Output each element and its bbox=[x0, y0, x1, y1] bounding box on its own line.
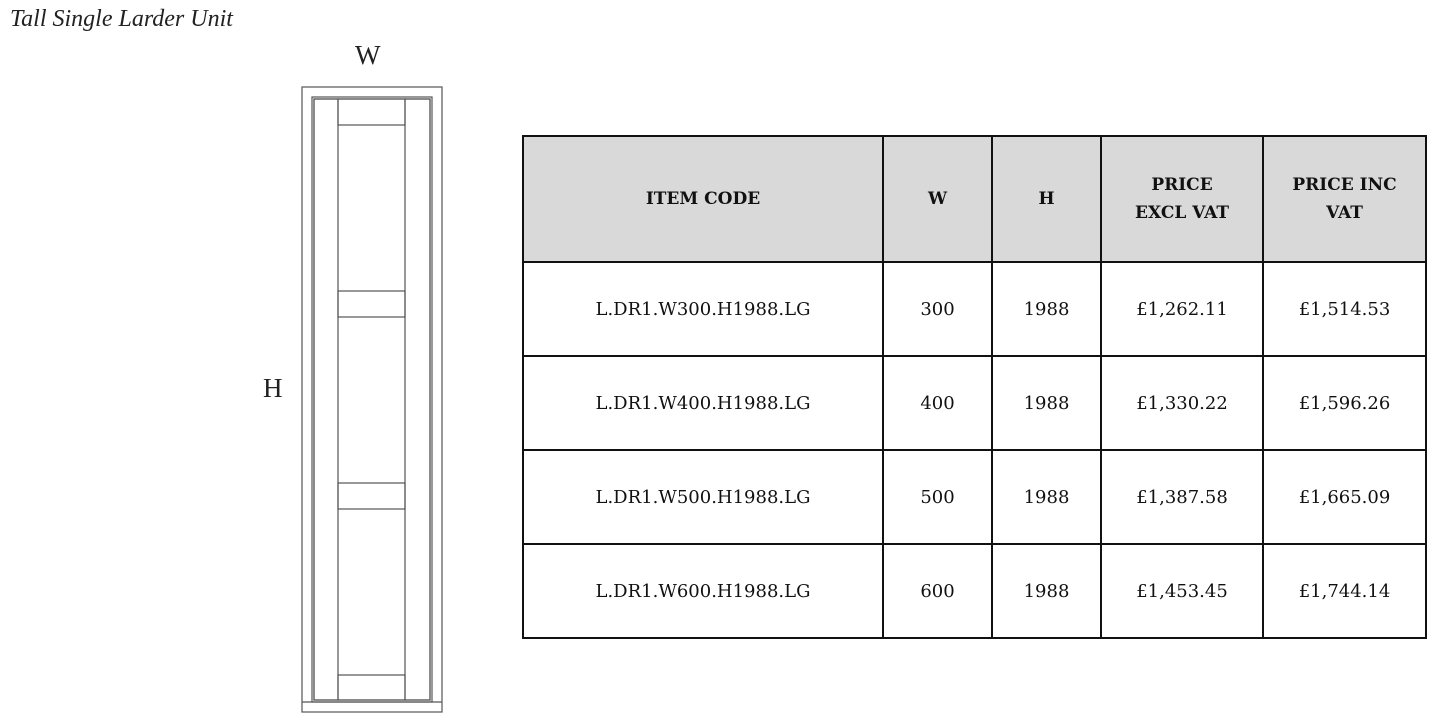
table-header-row: ITEM CODE W H PRICE EXCL VAT PRICE INC V… bbox=[522, 135, 1427, 263]
door-right-stile bbox=[404, 98, 431, 701]
cell-price-excl-vat: £1,453.45 bbox=[1100, 543, 1264, 639]
cell-height: 1988 bbox=[991, 543, 1102, 639]
header-width: W bbox=[882, 135, 993, 263]
cell-width: 300 bbox=[882, 261, 993, 357]
header-price-inc-line1: PRICE INC bbox=[1292, 175, 1397, 195]
larder-unit-drawing bbox=[301, 86, 443, 713]
header-price-excl-vat: PRICE EXCL VAT bbox=[1100, 135, 1264, 263]
cell-width: 400 bbox=[882, 355, 993, 451]
height-dimension-label: H bbox=[263, 373, 283, 403]
header-price-inc-vat: PRICE INC VAT bbox=[1262, 135, 1427, 263]
door-mid-rail-upper bbox=[337, 290, 406, 318]
cell-price-excl-vat: £1,387.58 bbox=[1100, 449, 1264, 545]
cell-height: 1988 bbox=[991, 355, 1102, 451]
cell-price-excl-vat: £1,330.22 bbox=[1100, 355, 1264, 451]
table-row: L.DR1.W300.H1988.LG 300 1988 £1,262.11 £… bbox=[522, 261, 1427, 357]
cell-width: 500 bbox=[882, 449, 993, 545]
header-price-excl-line1: PRICE bbox=[1151, 175, 1213, 195]
door-frame bbox=[313, 98, 431, 701]
header-price-inc-line2: VAT bbox=[1326, 203, 1363, 223]
header-item-code: ITEM CODE bbox=[522, 135, 884, 263]
door-top-rail bbox=[337, 98, 406, 126]
table-row: L.DR1.W400.H1988.LG 400 1988 £1,330.22 £… bbox=[522, 355, 1427, 451]
cell-price-inc-vat: £1,514.53 bbox=[1262, 261, 1427, 357]
cell-item-code: L.DR1.W600.H1988.LG bbox=[522, 543, 884, 639]
cell-height: 1988 bbox=[991, 261, 1102, 357]
cell-price-inc-vat: £1,596.26 bbox=[1262, 355, 1427, 451]
page-title: Tall Single Larder Unit bbox=[10, 6, 233, 32]
header-height: H bbox=[991, 135, 1102, 263]
door-mid-rail-lower bbox=[337, 482, 406, 510]
cell-price-excl-vat: £1,262.11 bbox=[1100, 261, 1264, 357]
width-dimension-label: W bbox=[355, 40, 381, 70]
cabinet-inner-frame bbox=[311, 96, 433, 703]
table-row: L.DR1.W500.H1988.LG 500 1988 £1,387.58 £… bbox=[522, 449, 1427, 545]
table-row: L.DR1.W600.H1988.LG 600 1988 £1,453.45 £… bbox=[522, 543, 1427, 639]
cell-price-inc-vat: £1,665.09 bbox=[1262, 449, 1427, 545]
cell-price-inc-vat: £1,744.14 bbox=[1262, 543, 1427, 639]
cell-item-code: L.DR1.W400.H1988.LG bbox=[522, 355, 884, 451]
cell-width: 600 bbox=[882, 543, 993, 639]
cell-item-code: L.DR1.W300.H1988.LG bbox=[522, 261, 884, 357]
cell-item-code: L.DR1.W500.H1988.LG bbox=[522, 449, 884, 545]
door-left-stile bbox=[313, 98, 339, 701]
door-bottom-rail bbox=[337, 674, 406, 701]
header-price-excl-line2: EXCL VAT bbox=[1134, 203, 1230, 223]
cabinet-outer-frame bbox=[301, 86, 443, 713]
price-table: ITEM CODE W H PRICE EXCL VAT PRICE INC V… bbox=[522, 135, 1427, 639]
cell-height: 1988 bbox=[991, 449, 1102, 545]
